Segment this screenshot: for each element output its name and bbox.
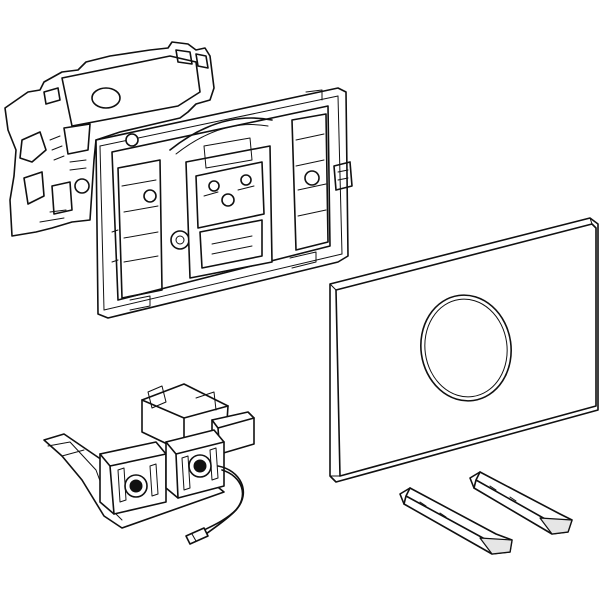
mounting-frame-icon [95, 87, 353, 319]
cover-plate-icon [329, 217, 599, 483]
actuation-rod-icon [469, 471, 573, 535]
actuator-module-icon [43, 383, 255, 545]
actuation-rod-icon [399, 487, 513, 555]
protection-cover-icon [4, 41, 215, 237]
